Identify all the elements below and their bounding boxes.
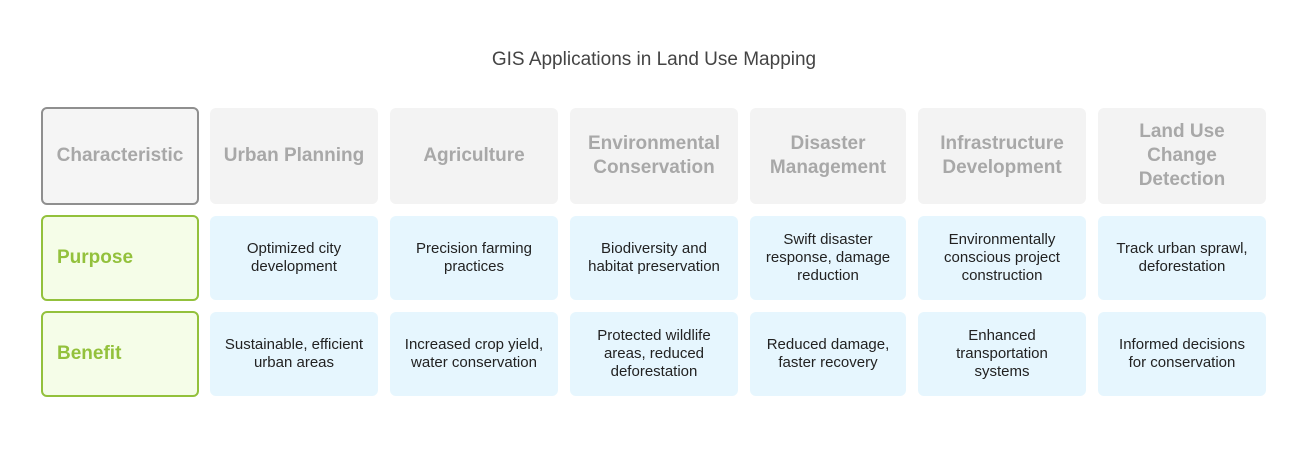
cell-purpose-land-use-change-detection: Track urban sprawl, deforestation bbox=[1098, 216, 1266, 300]
row-label-purpose-text: Purpose bbox=[57, 247, 134, 268]
cell-text: Biodiversity and habitat preservation bbox=[588, 240, 720, 275]
row-label-purpose: Purpose bbox=[41, 215, 199, 301]
cell-text: Environmentally conscious project constr… bbox=[944, 231, 1060, 284]
cell-text: Swift disaster response, damage reductio… bbox=[765, 231, 891, 284]
cell-benefit-infrastructure-development: Enhanced transportation systems bbox=[918, 312, 1086, 396]
header-infrastructure-development: Infrastructure Development bbox=[918, 108, 1086, 204]
header-infrastructure-development-label: Infrastructure Development bbox=[940, 133, 1064, 178]
cell-benefit-disaster-management: Reduced damage, faster recovery bbox=[750, 312, 906, 396]
header-environmental-conservation-label: Environmental Conservation bbox=[588, 133, 720, 178]
cell-text: Reduced damage, faster recovery bbox=[766, 336, 890, 371]
cell-text: Protected wildlife areas, reduced defore… bbox=[597, 327, 711, 380]
diagram-title: GIS Applications in Land Use Mapping bbox=[491, 49, 817, 70]
cell-benefit-urban-planning: Sustainable, efficient urban areas bbox=[210, 312, 378, 396]
header-disaster-management: Disaster Management bbox=[750, 108, 906, 204]
cell-text: Precision farming practices bbox=[416, 240, 532, 275]
cell-text: Enhanced transportation systems bbox=[956, 327, 1048, 380]
cell-text: Informed decisions for conservation bbox=[1119, 336, 1245, 371]
header-environmental-conservation: Environmental Conservation bbox=[570, 108, 738, 204]
header-agriculture-label: Agriculture bbox=[423, 145, 525, 166]
cell-text: Sustainable, efficient urban areas bbox=[224, 336, 364, 371]
cell-purpose-environmental-conservation: Biodiversity and habitat preservation bbox=[570, 216, 738, 300]
cell-benefit-agriculture: Increased crop yield, water conservation bbox=[390, 312, 558, 396]
cell-purpose-urban-planning: Optimized city development bbox=[210, 216, 378, 300]
header-agriculture: Agriculture bbox=[390, 108, 558, 204]
cell-benefit-environmental-conservation: Protected wildlife areas, reduced defore… bbox=[570, 312, 738, 396]
header-land-use-change-detection-label: Land Use Change Detection bbox=[1138, 121, 1226, 190]
row-label-benefit: Benefit bbox=[41, 311, 199, 397]
row-label-benefit-text: Benefit bbox=[57, 343, 122, 364]
header-characteristic: Characteristic bbox=[41, 107, 199, 205]
cell-benefit-land-use-change-detection: Informed decisions for conservation bbox=[1098, 312, 1266, 396]
header-urban-planning: Urban Planning bbox=[210, 108, 378, 204]
cell-text: Optimized city development bbox=[246, 240, 342, 275]
cell-text: Increased crop yield, water conservation bbox=[404, 336, 544, 371]
header-characteristic-label: Characteristic bbox=[56, 145, 184, 166]
header-land-use-change-detection: Land Use Change Detection bbox=[1098, 108, 1266, 204]
header-urban-planning-label: Urban Planning bbox=[223, 145, 365, 166]
cell-purpose-agriculture: Precision farming practices bbox=[390, 216, 558, 300]
cell-text: Track urban sprawl, deforestation bbox=[1116, 240, 1248, 275]
cell-purpose-disaster-management: Swift disaster response, damage reductio… bbox=[750, 216, 906, 300]
cell-purpose-infrastructure-development: Environmentally conscious project constr… bbox=[918, 216, 1086, 300]
header-disaster-management-label: Disaster Management bbox=[769, 133, 887, 178]
